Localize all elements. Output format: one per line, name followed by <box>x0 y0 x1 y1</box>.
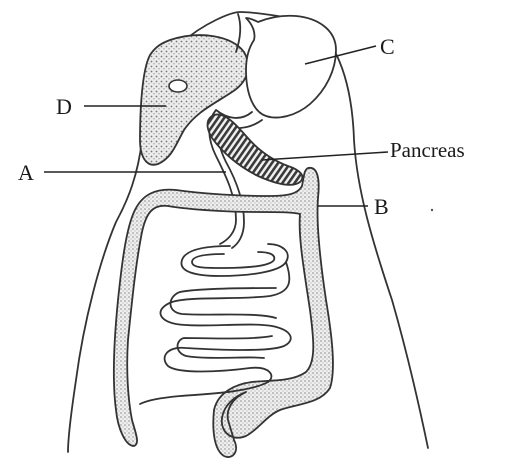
label-d: D <box>56 94 72 119</box>
gallbladder <box>169 80 187 92</box>
label-c: C <box>380 34 395 59</box>
label-b: B <box>374 194 389 219</box>
label-pancreas: Pancreas <box>390 138 465 162</box>
stray-dot <box>431 209 433 211</box>
label-a: A <box>18 160 34 185</box>
stomach <box>246 16 336 118</box>
large-intestine <box>114 168 333 457</box>
leader-pancreas <box>262 152 388 160</box>
